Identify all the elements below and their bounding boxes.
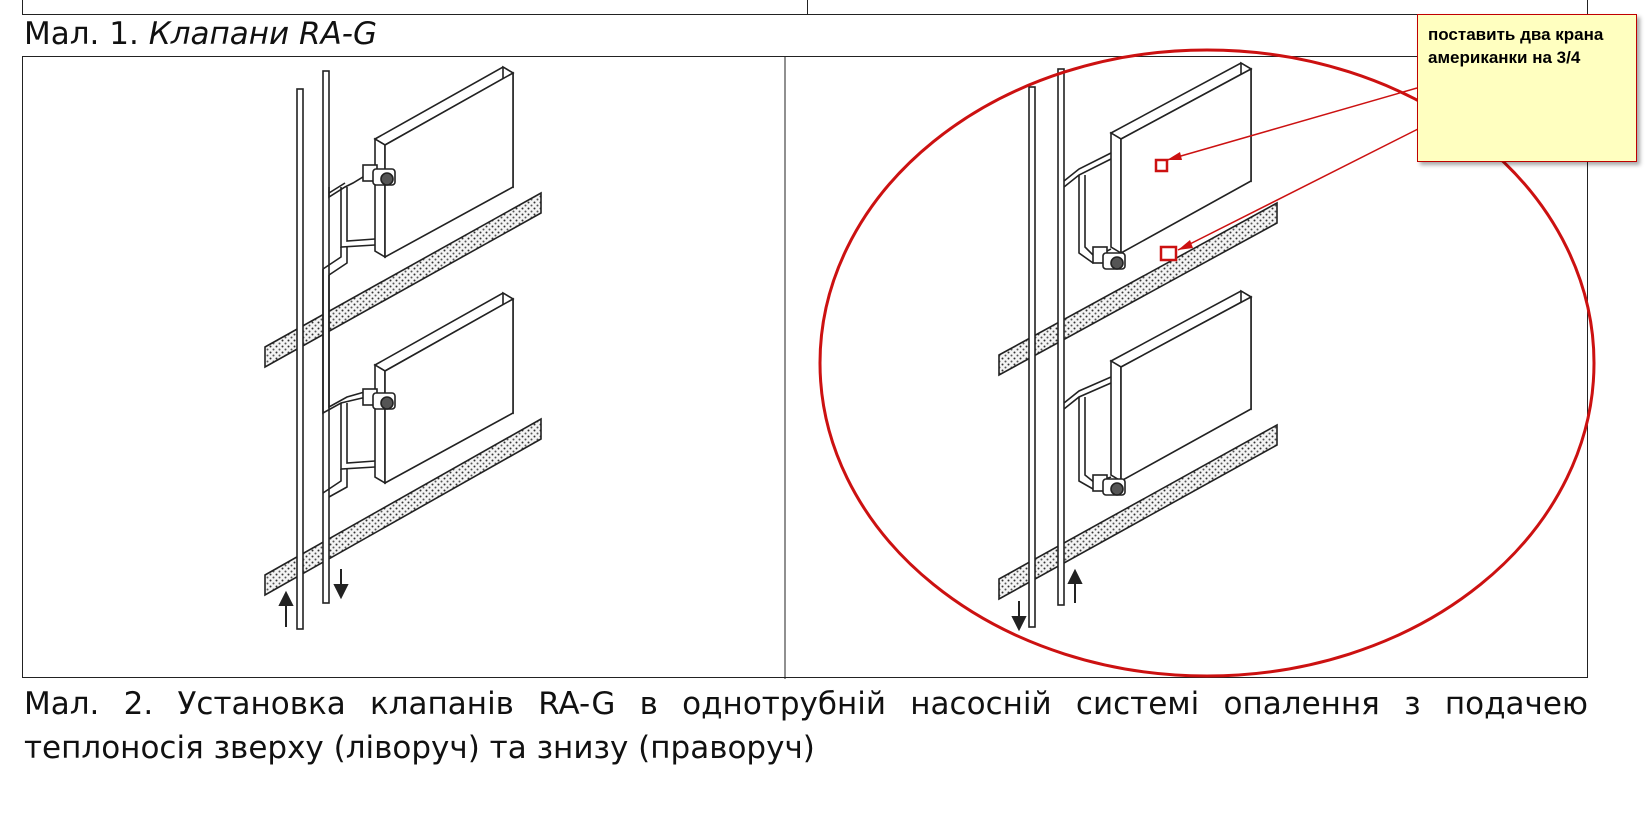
- top-table-frame: [22, 0, 1588, 15]
- caption-1-italic: Клапани RA-G: [148, 16, 378, 52]
- flow-arrow-up: [278, 590, 294, 627]
- floor-slab: [264, 191, 542, 369]
- piping-lower: [322, 269, 376, 498]
- left-diagram: [264, 65, 542, 630]
- radiator-lower: [373, 291, 515, 485]
- riser-pipe: [322, 70, 330, 604]
- riser-pipe: [296, 88, 304, 630]
- radiator-upper: [1109, 61, 1253, 255]
- valve-lower: [362, 388, 396, 410]
- valve-upper: [362, 164, 396, 186]
- flow-arrow-down: [1011, 601, 1027, 632]
- caption-1-prefix: Мал. 1.: [24, 16, 149, 52]
- figure-2-frame: [22, 56, 1588, 679]
- piping-upper: [322, 170, 376, 276]
- sticky-note[interactable]: поставить два крана американки на 3/4: [1417, 14, 1637, 162]
- flow-arrow-down: [333, 569, 349, 600]
- piping-lower: [1063, 376, 1112, 490]
- note-text: поставить два крана американки на 3/4: [1428, 25, 1604, 67]
- floor-slab: [264, 417, 542, 597]
- figure-1-caption: Мал. 1. Клапани RA-G: [24, 16, 377, 52]
- flow-arrow-up: [1067, 568, 1083, 603]
- right-diagram: [998, 61, 1278, 632]
- heating-diagram: [264, 57, 1278, 679]
- figure-2-caption: Мал. 2. Установка клапанів RA-G в однотр…: [24, 686, 1588, 766]
- riser-pipe: [1057, 68, 1065, 606]
- riser-pipe: [1028, 86, 1036, 628]
